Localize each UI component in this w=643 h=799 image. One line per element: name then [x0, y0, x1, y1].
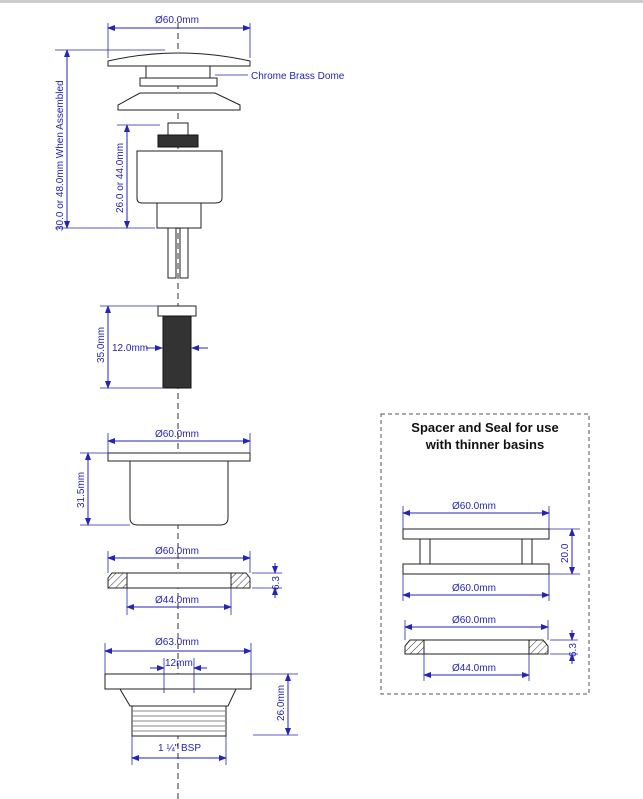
spacer-bottom-diameter-label: Ø60.0mm: [452, 583, 496, 594]
spacer-box-title-line2: with thinner basins: [425, 437, 544, 452]
spacer-box-title-line1: Spacer and Seal for use: [411, 420, 558, 435]
thread-size-label: 1 ¼" BSP: [158, 742, 201, 754]
dome-diameter-label: Ø60.0mm: [155, 15, 199, 26]
seal-inner-label: Ø44.0mm: [155, 595, 199, 606]
spacer: [402, 528, 550, 575]
chrome-dome: [107, 52, 251, 111]
thin-seal-inner-label: Ø44.0mm: [452, 663, 496, 674]
body-height-label: 26.0 or 44.0mm: [115, 143, 126, 213]
body-height-label-31: 31.5mm: [76, 472, 87, 508]
threaded-screw: [157, 305, 197, 389]
spacer-and-seal-box: Spacer and Seal for use with thinner bas…: [380, 413, 590, 695]
hole-spacing-label: 12mm: [165, 658, 193, 669]
drawing-canvas: Ø60.0mm Chrome Brass Dome 30.0 or 48.0mm…: [55, 15, 590, 799]
assembled-height-label: 30.0 or 48.0mm When Assembled: [55, 80, 66, 231]
thin-seal-outer-label: Ø60.0mm: [452, 615, 496, 626]
chrome-brass-dome-callout: Chrome Brass Dome: [251, 71, 345, 82]
pop-up-mechanism: [136, 122, 223, 279]
body-diameter-label: Ø60.0mm: [155, 429, 199, 440]
screw-length-label: 35.0mm: [96, 327, 107, 363]
spacer-height-label: 20.0: [560, 543, 571, 563]
seal-thickness-label: 6.3: [271, 576, 282, 590]
waste-height-label: 26.0mm: [276, 685, 287, 721]
thin-seal-thickness-label: 6.3: [568, 643, 579, 657]
screw-diameter-label: 12.0mm: [112, 343, 148, 354]
waste-fitting: [104, 673, 252, 737]
spacer-top-diameter-label: Ø60.0mm: [452, 501, 496, 512]
waste-diameter-label: Ø63.0mm: [155, 637, 199, 648]
seal: [107, 572, 251, 589]
seal-outer-label: Ø60.0mm: [155, 546, 199, 557]
waste-body: [107, 452, 251, 526]
thin-seal: [404, 639, 549, 655]
